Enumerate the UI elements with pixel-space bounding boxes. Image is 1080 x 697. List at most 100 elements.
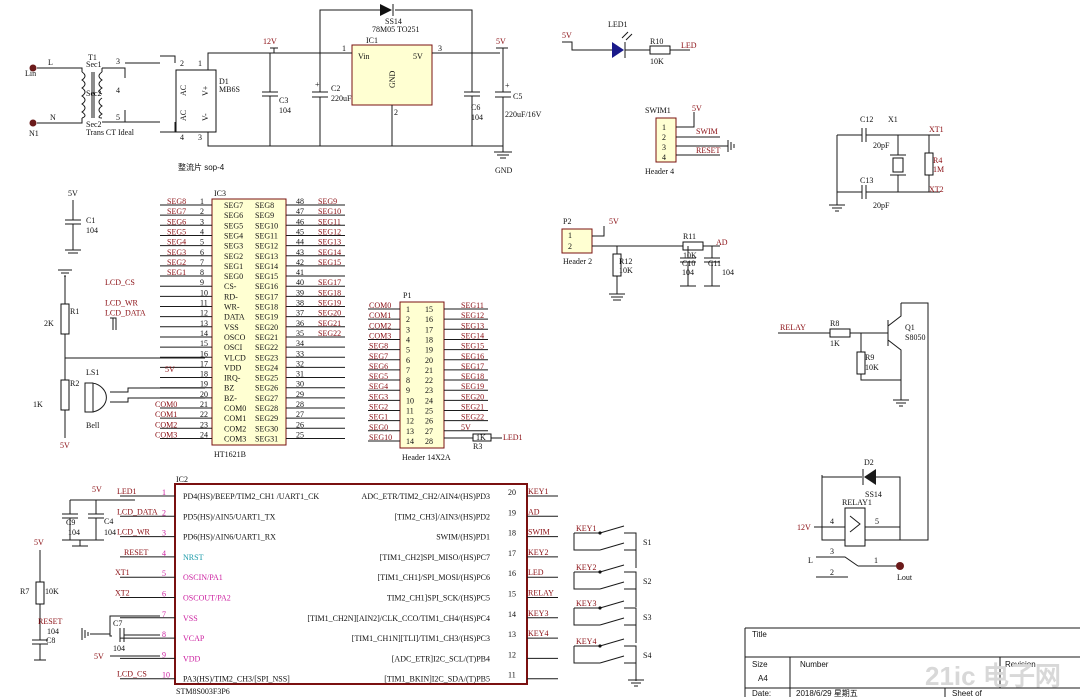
n-label: N — [50, 113, 56, 122]
ic3-right-pin-name: SEG19 — [255, 313, 278, 322]
p1-left-net: SEG1 — [369, 413, 388, 422]
key-switch-label: S1 — [643, 538, 651, 547]
vplus-label: V+ — [201, 85, 210, 96]
ls1-label: LS1 — [86, 368, 99, 377]
rail-5v-label: 5V — [496, 37, 506, 46]
relay1-coil-sym — [849, 515, 861, 533]
ic2-right-pin-name: [TIM1_CH2]SPI_MISO/(HS)PC7 — [380, 553, 490, 562]
swim-header-body — [655, 117, 677, 163]
ic3-left-net: COM0 — [155, 400, 177, 409]
lout-label: Lout — [897, 573, 913, 582]
relay-pin4: 4 — [830, 517, 834, 526]
ic3-left-pin-num: 5 — [200, 238, 204, 247]
r9-wires — [860, 333, 901, 381]
ic2-left-pin-name: VCAP — [183, 634, 205, 643]
key-switch — [573, 638, 637, 681]
c2-plus: + — [315, 80, 320, 89]
ic3-left-pin-num: 8 — [200, 268, 204, 277]
r12-label: R12 — [619, 257, 632, 266]
ic3-left-pin-num: 18 — [200, 370, 208, 379]
ic2-left-pin-num: 10 — [162, 671, 170, 680]
ic3-left-pin-name: BZ — [224, 384, 234, 393]
ad-net: AD — [716, 238, 728, 247]
ic2-left-net: LCD_WR — [117, 528, 151, 537]
bell-symbol — [84, 382, 107, 413]
c9-val: 104 — [68, 528, 80, 537]
c5-val: 220uF/16V — [505, 110, 542, 119]
bridge-d1: AC AC V+ V- D1 MB6S 2 1 4 3 整流片 sop-4 — [175, 59, 240, 172]
ic3-right-pin-num: 43 — [296, 248, 304, 257]
ic3-left-pin-num: 11 — [200, 299, 208, 308]
led1-triangle — [612, 42, 624, 58]
relay-l: L — [808, 556, 813, 565]
swim-pin2: 2 — [662, 133, 666, 142]
led-net: LED — [681, 41, 697, 50]
r10-label: R10 — [650, 37, 663, 46]
key-net: KEY4 — [576, 637, 596, 646]
c6-label: C6 — [471, 103, 480, 112]
swim-header-label: Header 4 — [645, 167, 674, 176]
swim-5v: 5V — [692, 104, 702, 113]
ss14-bypass — [319, 9, 473, 53]
c6-cap — [464, 53, 480, 146]
c13-label: C13 — [860, 176, 873, 185]
ic3-right-pin-name: SEG24 — [255, 363, 278, 372]
relay-pin1: 1 — [874, 556, 878, 565]
p2-pin1: 1 — [568, 231, 572, 240]
ic3-right-pin-num: 37 — [296, 309, 304, 318]
r2-5v: 5V — [60, 441, 70, 450]
p1-left-net: SEG6 — [369, 362, 388, 371]
d2-ss14: SS14 — [865, 490, 882, 499]
p2-pin2: 2 — [568, 242, 572, 251]
ic3-right-pin-name: SEG10 — [255, 221, 278, 230]
ic1-gnd-label: GND — [388, 70, 397, 88]
r3-label: R3 — [473, 442, 482, 451]
r12-val: 10K — [619, 266, 633, 275]
ic3-right-pin-name: SEG21 — [255, 333, 278, 342]
relay-12v: 12V — [797, 523, 811, 532]
ic1-5v-label: 5V — [413, 52, 423, 61]
c5-label: C5 — [513, 92, 522, 101]
bell-wires — [110, 387, 205, 403]
d1-pin1: 1 — [198, 59, 202, 68]
ic3-right-pin-num: 40 — [296, 278, 304, 287]
ic3-left-pin-num: 23 — [200, 420, 208, 429]
p2-5v: 5V — [609, 217, 619, 226]
p1-right-net: SEG21 — [461, 403, 484, 412]
ic2-right-pin-num: 18 — [508, 529, 516, 538]
secondary-coil — [98, 71, 103, 119]
r8-label: R8 — [830, 319, 839, 328]
ic3-left-net: SEG5 — [167, 227, 186, 236]
vss-gnd — [110, 317, 117, 330]
ic2-left-pin-num: 4 — [162, 549, 166, 558]
p1-right-pin-num: 23 — [425, 386, 433, 395]
p1-right-pin-num: 19 — [425, 346, 433, 355]
pin-5: 5 — [116, 113, 120, 122]
ic2-left-pin-num: 8 — [162, 630, 166, 639]
p1-right-pin-num: 28 — [425, 437, 433, 446]
ic2-right-net: SWIM — [528, 528, 550, 537]
ic3-left-pin-num: 21 — [200, 400, 208, 409]
ic1-body — [351, 44, 433, 106]
ic3-left-pin-name: VSS — [224, 323, 239, 332]
primary-coil — [81, 71, 86, 119]
p1-right-pin-num: 26 — [425, 417, 433, 426]
ic3-right-pin-num: 47 — [296, 207, 304, 216]
pin-4: 4 — [116, 86, 120, 95]
d1-pin2: 2 — [180, 59, 184, 68]
q1-transistor — [887, 303, 902, 400]
ic2-left-pin-num: 1 — [162, 488, 166, 497]
ic3-right-pin-name: SEG12 — [255, 242, 278, 251]
ic3-right-pin-num: 48 — [296, 197, 304, 206]
ic3-left-pin-num: 15 — [200, 339, 208, 348]
ic2-right-pin-name: SWIM/(HS)PD1 — [436, 533, 490, 542]
c3-label: C3 — [279, 96, 288, 105]
relay-net-in: RELAY — [780, 323, 806, 332]
c7-val: 104 — [113, 644, 125, 653]
bridge-note: 整流片 sop-4 — [178, 162, 225, 172]
p1-left-pin-num: 14 — [406, 437, 414, 446]
ic2-left-pin-name: PD6(HS)/AIN6/UART1_RX — [183, 533, 276, 542]
ic3-left-pin-num: 9 — [200, 278, 204, 287]
